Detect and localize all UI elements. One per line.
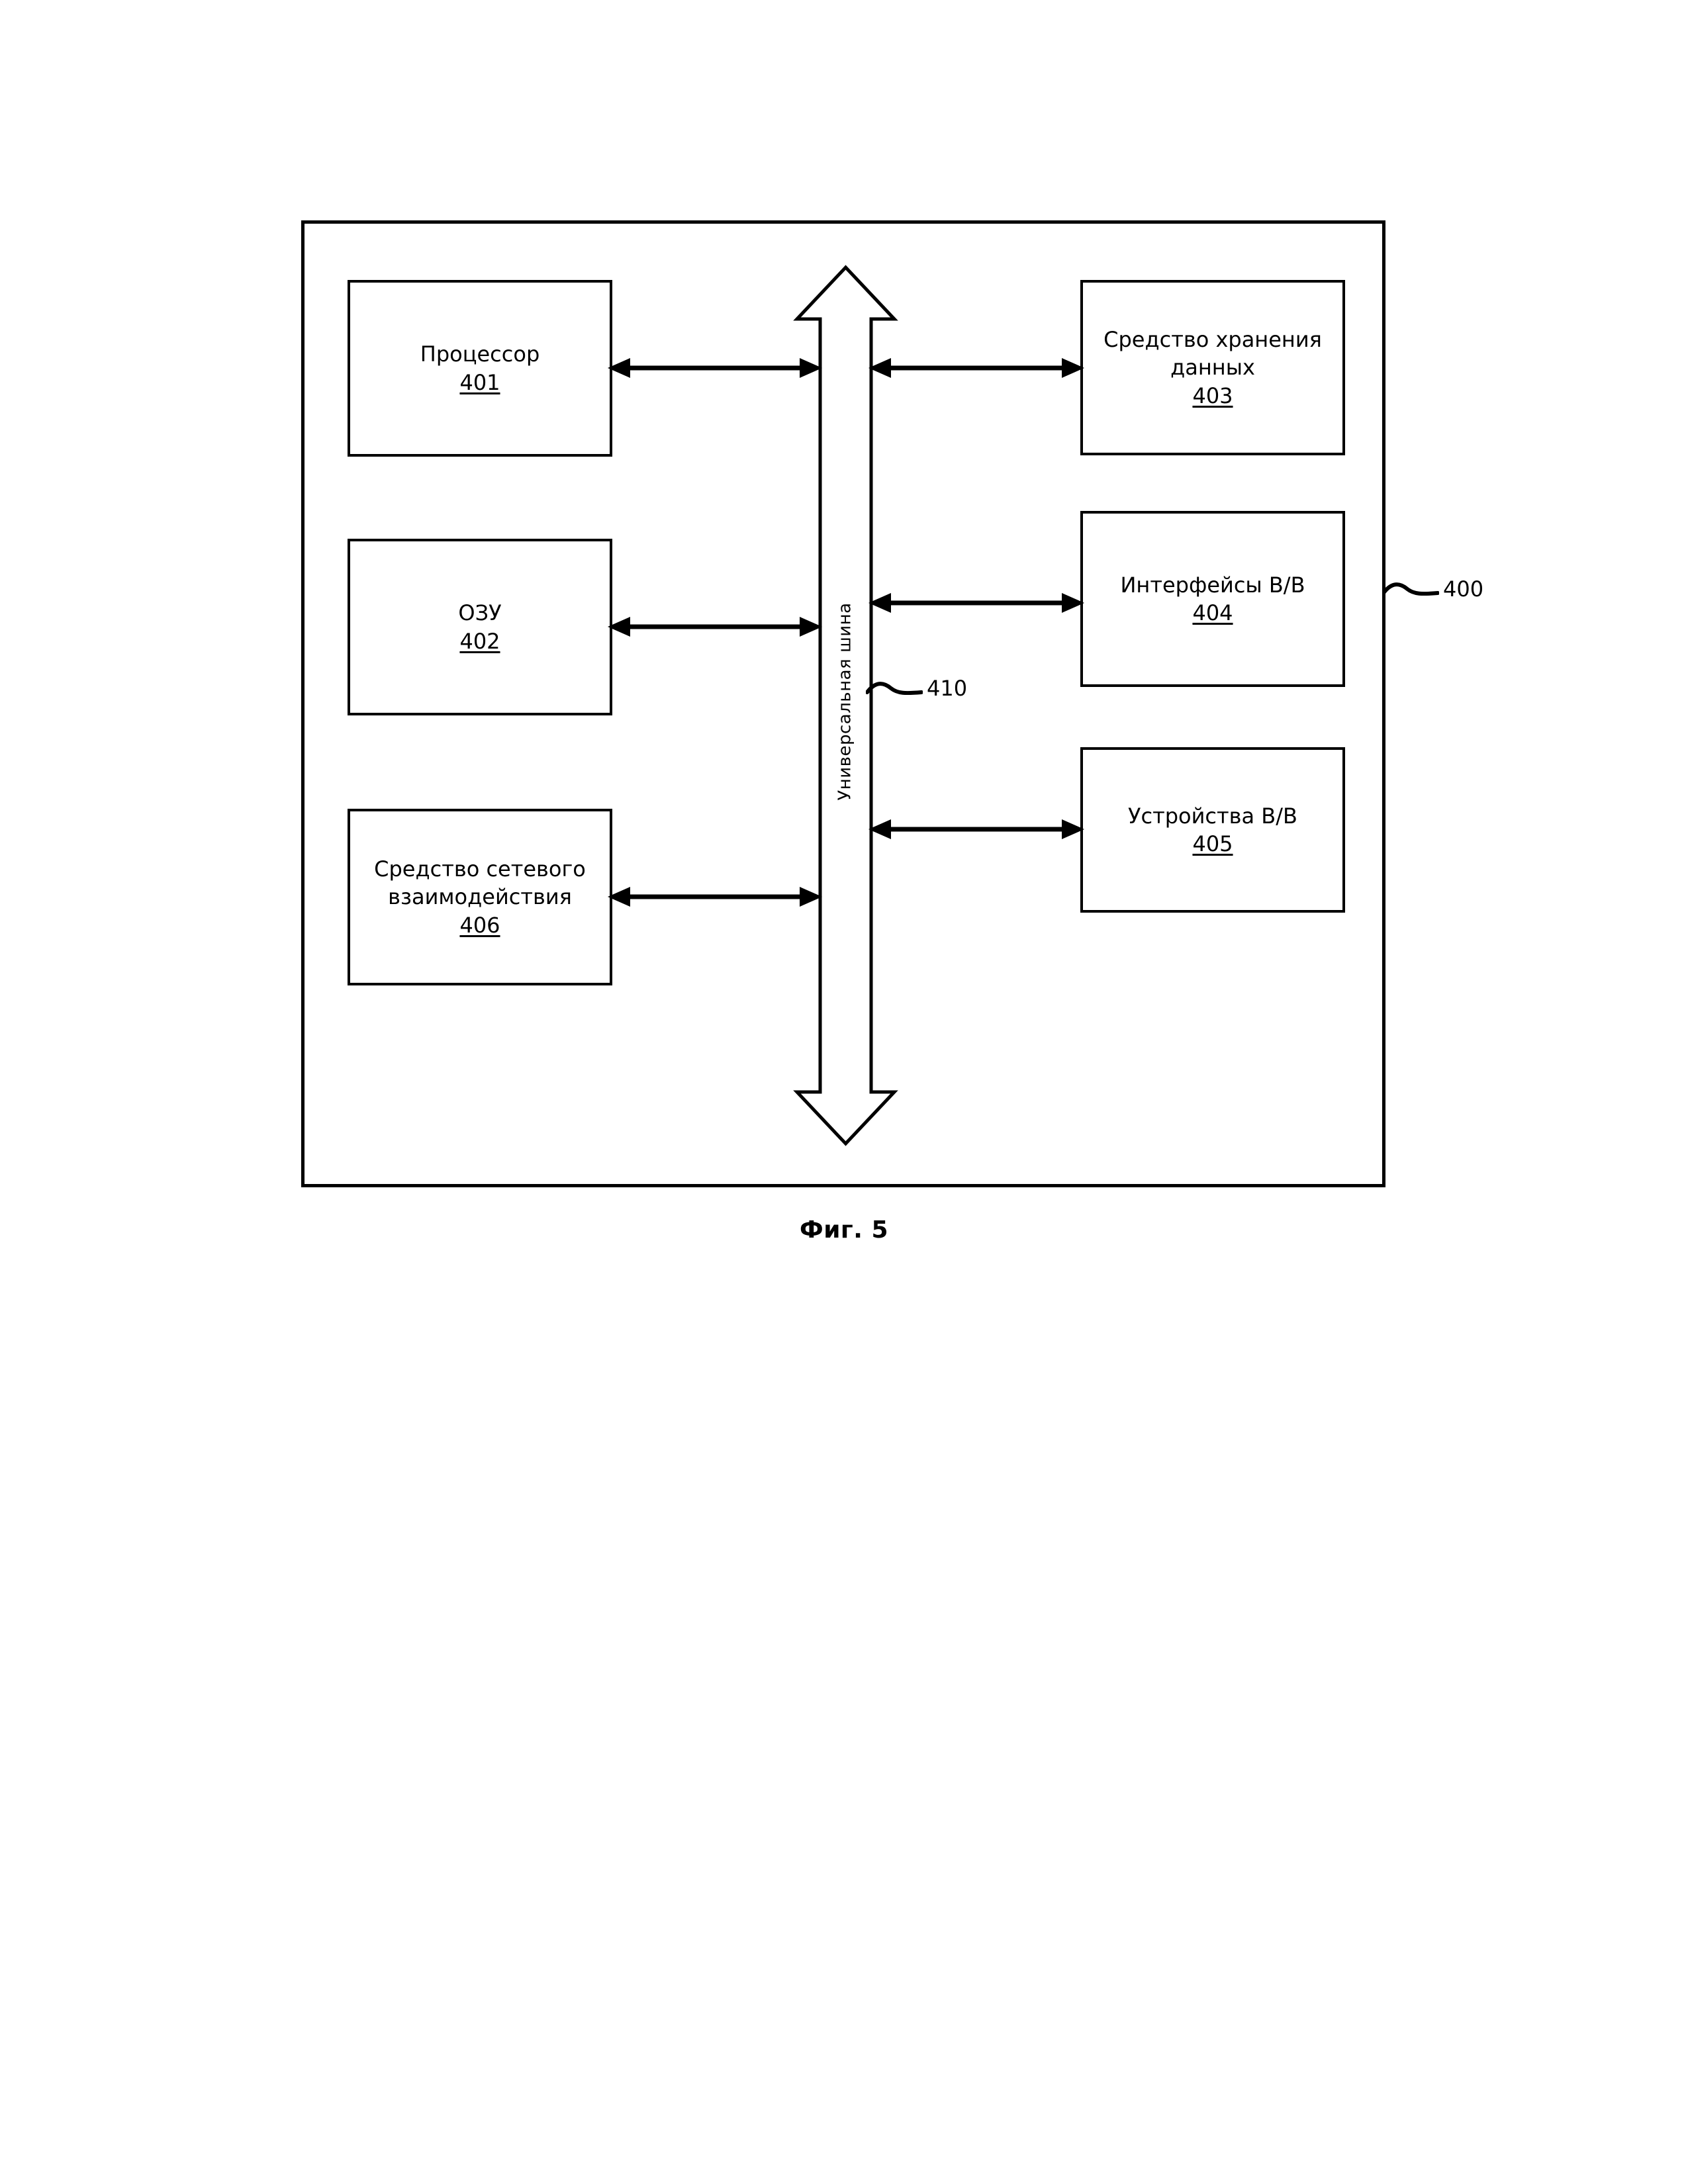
component-box-data-storage[interactable]: Средство хранения данных 403 — [1080, 280, 1345, 455]
component-title-data-storage: Средство хранения данных — [1103, 327, 1322, 381]
connector-bus-to-io-interfaces — [868, 590, 1084, 616]
component-title-ram: ОЗУ — [458, 600, 502, 626]
connector-ram-to-bus — [608, 614, 822, 640]
callout-system-400: 400 — [1382, 576, 1483, 602]
component-ref-406: 406 — [459, 912, 500, 938]
component-box-io-devices[interactable]: Устройства В/В 405 — [1080, 747, 1345, 913]
component-ref-404: 404 — [1192, 600, 1233, 625]
component-box-network-interface[interactable]: Средство сетевого взаимодействия 406 — [348, 809, 612, 985]
component-box-processor[interactable]: Процессор 401 — [348, 280, 612, 457]
figure-caption: Фиг. 5 — [800, 1216, 888, 1244]
component-ref-405: 405 — [1192, 831, 1233, 856]
callout-ref-400: 400 — [1443, 576, 1484, 602]
connector-bus-to-io-devices — [868, 816, 1084, 842]
squiggle-leader-icon — [1382, 582, 1439, 596]
squiggle-leader-icon — [866, 682, 923, 696]
component-title-io-devices: Устройства В/В — [1128, 803, 1297, 829]
component-box-io-interfaces[interactable]: Интерфейсы В/В 404 — [1080, 511, 1345, 687]
connector-processor-to-bus — [608, 355, 822, 381]
component-title-io-interfaces: Интерфейсы В/В — [1120, 572, 1305, 598]
component-box-ram[interactable]: ОЗУ 402 — [348, 539, 612, 715]
component-ref-401: 401 — [459, 369, 500, 395]
component-title-processor: Процессор — [420, 341, 540, 367]
callout-ref-410: 410 — [927, 676, 968, 701]
connector-bus-to-data-storage — [868, 355, 1084, 381]
component-title-network-interface: Средство сетевого взаимодействия — [374, 856, 586, 910]
component-ref-402: 402 — [459, 628, 500, 654]
universal-bus-arrow — [781, 262, 910, 1149]
connector-network-interface-to-bus — [608, 884, 822, 910]
component-ref-403: 403 — [1192, 383, 1233, 408]
callout-bus-410: 410 — [866, 675, 967, 702]
